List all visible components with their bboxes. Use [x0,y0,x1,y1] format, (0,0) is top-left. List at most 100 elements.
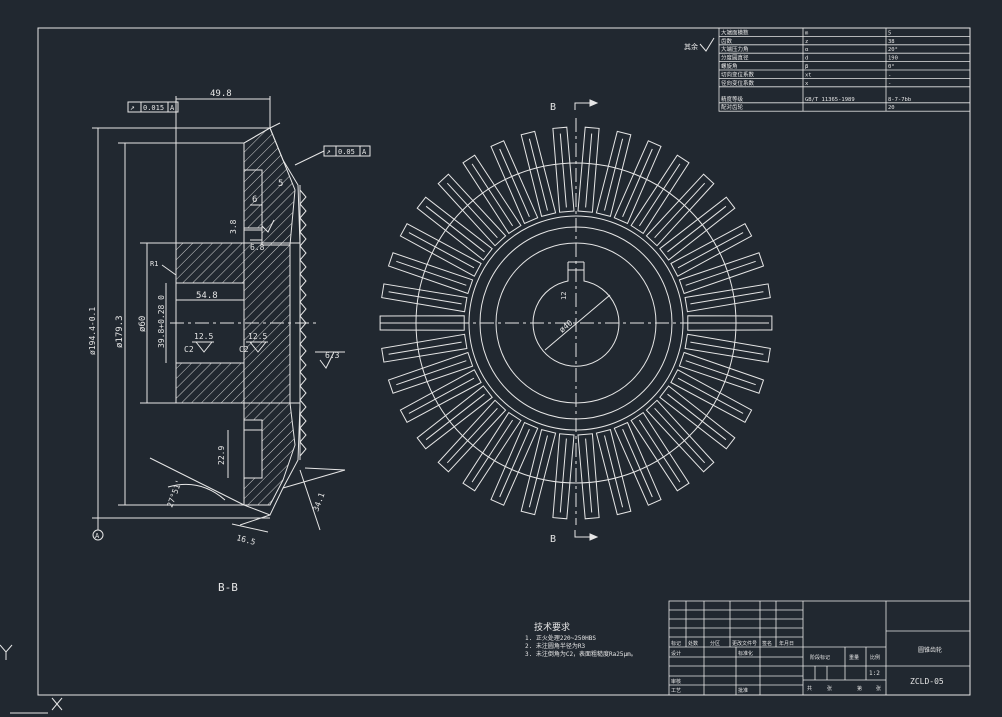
tb-row-process: 工艺 [671,688,681,694]
gear-tooth [379,315,465,331]
tech-requirement-3: 3. 未注倒角为C2，表面粗糙度Ra25μm。 [525,650,637,658]
tb-drawing-name: 圆锥齿轮 [918,646,942,654]
tech-requirements-title: 技术要求 [534,621,570,633]
gear-tooth [670,369,753,423]
tb-scale-value: 1:2 [869,670,880,677]
tb-sheet-index: 第 [857,685,862,692]
tol-right-value: 0.05 [338,148,355,156]
gear-tooth-line [677,377,744,414]
hatch-lower-rim [243,402,296,506]
gear-tooth-line [471,419,514,483]
gear-tooth [659,385,736,450]
gear-tooth [670,223,753,277]
param-cell: 8-7-7bb [888,97,911,103]
dim-34-1: 34.1 [311,491,326,512]
shaft-diameter-label: ø40 [558,318,575,334]
gear-tooth [399,369,482,423]
param-cell: 20° [888,47,898,53]
chamfer-right: C2 [239,345,249,354]
tb-sheet-unit-1: 张 [827,685,832,692]
gear-tooth-line [690,291,764,305]
gear-tooth-line [559,438,567,513]
param-cell: 大端压力角 [721,45,749,53]
tb-row-design: 设计 [671,650,681,657]
rough-right-value: 12.5 [248,332,267,341]
roughness-note: 其余 [684,37,715,52]
gear-tooth [437,399,507,473]
rough-side-value: 6.3 [325,351,340,360]
label-r1: R1 [150,260,158,268]
param-cell: 配对齿轮 [721,103,744,111]
dim-outer-diameter: ø194.4-0.1 [88,307,97,355]
outer-border [37,27,971,696]
param-cell: m [805,30,809,36]
tb-standard: 标准化 [738,650,753,657]
dim-bore: 39.8+0.28 0 [157,295,166,348]
param-cell: 切向变位系数 [721,70,755,78]
tb-sheet-total: 共 [807,685,812,692]
dim-top-length: 49.8 [210,89,232,99]
gear-tooth-line [690,341,764,355]
tb-scale-label: 比例 [870,654,880,661]
gear-tooth [645,173,715,247]
gear-tooth-line [425,393,485,441]
gear-tooth [595,428,632,516]
tb-header-change: 更改文件号 [732,640,757,647]
datum-label: A [95,532,100,540]
gear-tooth [552,433,575,520]
gear-tooth [381,283,468,313]
hatch-upper-rim [243,127,296,246]
param-cell: xt [805,72,812,78]
gear-tooth-line [471,163,514,227]
param-cell: GB/T 11365-1989 [805,97,855,103]
tb-weight: 重量 [849,654,859,661]
dim-16-5: 16.5 [235,533,256,547]
front-view [379,99,773,541]
gear-tooth-line [446,407,498,464]
gear-tooth-line [499,428,530,498]
tb-drawing-code: ZCLD-05 [910,677,944,686]
gear-tooth [678,351,765,394]
gear-tooth [678,252,765,295]
param-cell: 齿数 [721,37,733,45]
param-cell: z [805,39,808,45]
param-cell: 190 [888,56,898,62]
tb-approved: 批准 [738,687,748,694]
tech-requirement-2: 2. 未注圆角半径为R3 [525,642,585,650]
gear-tooth-line [408,232,475,269]
gear-tooth-line [396,360,467,386]
param-cell: - [888,81,891,87]
gear-tooth [462,411,522,492]
param-cell: 5 [888,30,891,36]
ucs-icon [0,644,63,714]
dim-6: 6 [252,195,257,205]
dim-3-8: 3.8 [229,219,238,234]
gear-tooth-line [585,438,593,513]
keyway-dim-label: 12 [560,292,568,300]
param-cell: d [805,56,808,62]
tb-header-zone: 分区 [710,640,720,647]
gear-tooth [520,428,557,516]
gear-tooth-line [654,182,706,239]
dim-5: 5 [278,179,283,189]
gear-tooth [613,421,662,506]
gear-tooth-line [425,205,485,253]
rough-left-value: 12.5 [194,332,213,341]
gear-tooth [387,351,474,394]
gear-tooth [645,399,715,473]
gear-tooth-line [667,205,727,253]
chamfer-left: C2 [184,345,194,354]
gear-tooth [416,385,493,450]
gear-tooth-line [685,360,756,386]
tol-right-symbol: ↗ [326,147,331,156]
gear-tooth-line [585,133,593,208]
gear-tooth-line [528,435,548,508]
param-cell: 0° [888,64,895,70]
param-cell: α [805,47,809,53]
dim-60: ø60 [138,316,148,332]
dim-angle: 27°51' [165,478,183,508]
gear-tooth [684,283,771,313]
tb-row-review: 审核 [671,678,681,685]
